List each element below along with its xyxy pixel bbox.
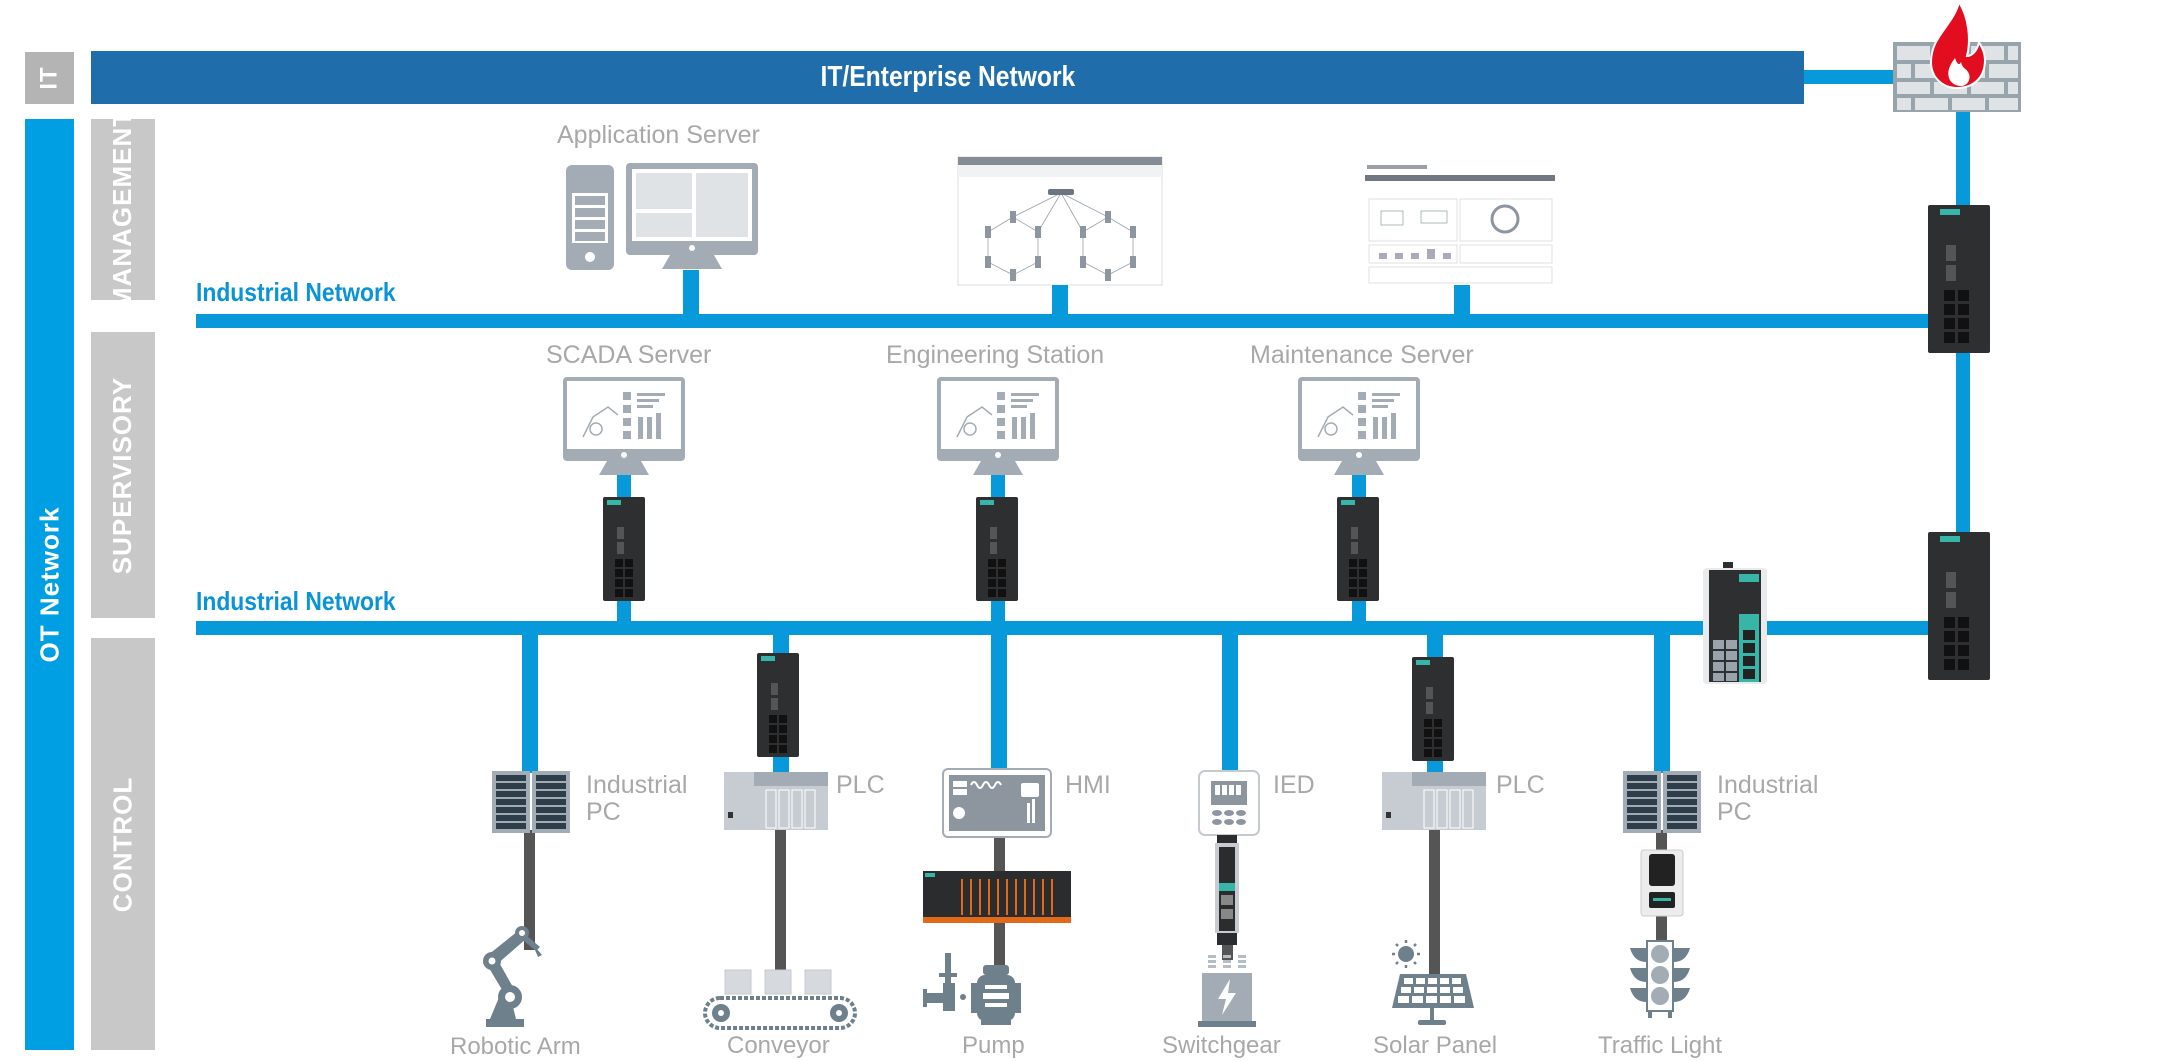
robotic-arm-label: Robotic Arm <box>450 1033 581 1060</box>
traffic-light-label: Traffic Light <box>1598 1032 1723 1059</box>
drop-line-ied <box>1222 633 1238 773</box>
industrial-firewall-switch-bottom[interactable] <box>1928 532 1990 680</box>
industrial-pc-2-label: Industrial PC <box>1717 772 1818 826</box>
it-zone-label: IT <box>25 52 74 104</box>
industrial-pc-1-icon[interactable] <box>492 771 570 833</box>
topology-view-link <box>1052 285 1068 316</box>
scada-server-icon[interactable] <box>563 377 685 477</box>
maintenance-firewall-switch[interactable] <box>1337 497 1379 601</box>
solar-panel-icon <box>1392 940 1474 1025</box>
field-line-robotic-arm <box>524 830 535 950</box>
serial-device-server[interactable] <box>1640 849 1684 918</box>
scada-server-label: SCADA Server <box>546 341 712 369</box>
industrial-pc-2-icon[interactable] <box>1623 771 1701 833</box>
industrial-pc-1-label-line2: PC <box>586 798 621 826</box>
industrial-firewall-switch-top[interactable] <box>1928 205 1990 353</box>
industrial-pc-1-label-line1: Industrial <box>586 771 688 799</box>
robotic-arm-icon <box>483 926 542 1027</box>
network-topology-view[interactable] <box>957 156 1163 286</box>
supervisory-level-text: SUPERVISORY <box>107 376 138 574</box>
firewall-icon <box>1893 0 2021 112</box>
supervisory-network-text: Industrial Network <box>196 586 396 616</box>
hmi-label: HMI <box>1065 771 1111 799</box>
drop-line-industrial-pc-2 <box>1654 633 1670 773</box>
engineering-station-icon[interactable] <box>937 377 1059 477</box>
supervisory-network-line <box>196 621 1936 635</box>
plc-2-label: PLC <box>1496 771 1545 799</box>
application-server-link <box>683 270 699 316</box>
management-network-label: Industrial Network <box>196 277 423 308</box>
maintenance-server-label: Maintenance Server <box>1250 341 1474 369</box>
it-enterprise-network-bar: IT/Enterprise Network <box>91 51 1804 104</box>
management-network-line <box>196 314 1936 328</box>
managed-ethernet-switch[interactable] <box>1703 562 1767 684</box>
ot-zone-text: OT Network <box>34 506 65 663</box>
solar-panel-label: Solar Panel <box>1373 1032 1498 1059</box>
remote-io-rack[interactable] <box>923 871 1071 923</box>
industrial-pc-2-label-line2: PC <box>1717 798 1752 826</box>
switchgear-label: Switchgear <box>1162 1032 1281 1059</box>
plc-1-label: PLC <box>836 771 885 799</box>
dashboard-view-link <box>1454 285 1470 316</box>
control-level-band: CONTROL <box>91 638 155 1050</box>
security-dashboard-view[interactable] <box>1365 163 1555 285</box>
pump-icon <box>923 953 1021 1025</box>
plc-1-firewall-switch[interactable] <box>757 653 799 757</box>
ied-label: IED <box>1273 771 1315 799</box>
management-network-text: Industrial Network <box>196 277 396 307</box>
management-level-band: MANAGEMENT <box>91 110 155 309</box>
plc-1-icon[interactable] <box>724 772 828 830</box>
hmi-icon[interactable] <box>942 768 1052 838</box>
ied-icon[interactable] <box>1198 770 1260 836</box>
industrial-pc-1-label: Industrial PC <box>586 772 687 826</box>
it-zone-text: IT <box>35 66 63 90</box>
supervisory-level-band: SUPERVISORY <box>91 332 155 618</box>
industrial-pc-2-label-line1: Industrial <box>1717 771 1819 799</box>
ot-zone-label: OT Network <box>25 119 74 1050</box>
control-level-text: CONTROL <box>107 776 138 912</box>
drop-line-hmi <box>991 633 1007 773</box>
management-level-text: MANAGEMENT <box>107 109 138 310</box>
plc-2-firewall-switch[interactable] <box>1412 657 1454 761</box>
protocol-gateway[interactable] <box>1215 835 1239 945</box>
it-network-title: IT/Enterprise Network <box>820 61 1075 93</box>
application-server-label: Application Server <box>557 121 760 149</box>
it-firewall-link <box>1804 70 1898 84</box>
scada-firewall-switch[interactable] <box>603 497 645 601</box>
engineering-station-label: Engineering Station <box>886 341 1105 369</box>
switchgear-icon <box>1198 955 1256 1027</box>
application-server-icon[interactable] <box>566 163 761 273</box>
plc-2-icon[interactable] <box>1382 772 1486 830</box>
drop-line-industrial-pc-1 <box>522 633 538 773</box>
conveyor-label: Conveyor <box>727 1032 830 1059</box>
conveyor-icon <box>703 969 857 1030</box>
traffic-light-icon <box>1630 940 1690 1018</box>
pump-label: Pump <box>962 1032 1025 1059</box>
supervisory-network-label: Industrial Network <box>196 586 423 617</box>
engineering-firewall-switch[interactable] <box>976 497 1018 601</box>
field-line-solar-panel <box>1429 830 1440 980</box>
field-line-conveyor <box>775 830 786 978</box>
maintenance-server-icon[interactable] <box>1298 377 1420 477</box>
